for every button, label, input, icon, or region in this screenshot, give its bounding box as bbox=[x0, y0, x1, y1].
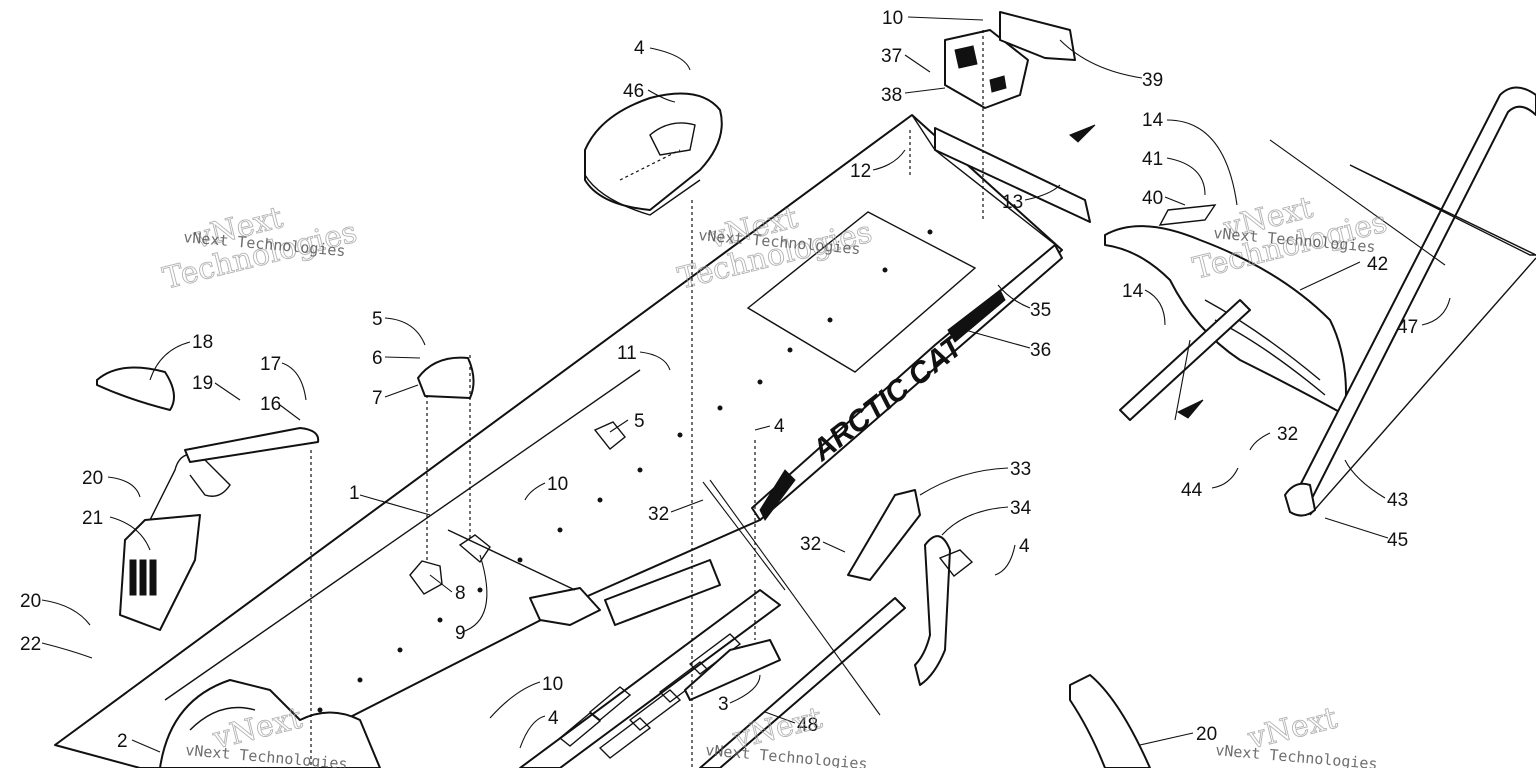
tunnel-assembly: ARCTIC CAT bbox=[54, 114, 1063, 768]
rear-support-bracket bbox=[934, 127, 1091, 223]
callout-18: 18 bbox=[192, 332, 213, 353]
callout-5: 5 bbox=[372, 309, 383, 330]
callout-17: 17 bbox=[260, 354, 281, 375]
callout-6: 6 bbox=[372, 348, 383, 369]
callout-14: 14 bbox=[1122, 281, 1144, 302]
callout-9: 9 bbox=[455, 623, 466, 644]
callout-20: 20 bbox=[1196, 724, 1217, 745]
direction-arrows bbox=[1069, 124, 1204, 419]
callout-32: 32 bbox=[800, 534, 821, 555]
callout-7: 7 bbox=[372, 388, 383, 409]
callout-47: 47 bbox=[1397, 317, 1418, 338]
callout-13: 13 bbox=[1002, 192, 1023, 213]
callout-16: 16 bbox=[260, 394, 281, 415]
callout-14: 14 bbox=[1142, 110, 1164, 131]
centre-brackets bbox=[417, 356, 951, 686]
callout-46: 46 bbox=[623, 81, 644, 102]
callout-33: 33 bbox=[1010, 459, 1031, 480]
callout-22: 22 bbox=[20, 634, 41, 655]
left-bracket-group bbox=[96, 366, 320, 631]
front-frame bbox=[159, 679, 381, 768]
callout-10: 10 bbox=[542, 674, 563, 695]
callout-38: 38 bbox=[881, 85, 902, 106]
callout-40: 40 bbox=[1142, 188, 1163, 209]
callout-10: 10 bbox=[882, 8, 903, 29]
running-board bbox=[519, 559, 906, 768]
fastener-guide-lines bbox=[310, 30, 1446, 768]
seat-pad bbox=[584, 92, 723, 216]
callout-39: 39 bbox=[1142, 70, 1163, 91]
callout-3: 3 bbox=[718, 694, 729, 715]
callout-2: 2 bbox=[117, 731, 128, 752]
callout-35: 35 bbox=[1030, 300, 1051, 321]
callout-12: 12 bbox=[850, 161, 871, 182]
callout-19: 19 bbox=[192, 373, 213, 394]
tunnel-hardware bbox=[409, 421, 974, 626]
leader-lines bbox=[41, 16, 1451, 753]
callout-1: 1 bbox=[349, 483, 360, 504]
callout-32: 32 bbox=[648, 504, 669, 525]
callout-4: 4 bbox=[548, 708, 559, 729]
callout-8: 8 bbox=[455, 583, 466, 604]
callout-36: 36 bbox=[1030, 340, 1051, 361]
callout-43: 43 bbox=[1387, 490, 1408, 511]
rear-lower-bracket bbox=[1069, 674, 1151, 768]
watermark-small: vNext Technologies bbox=[705, 741, 869, 768]
callout-10: 10 bbox=[547, 474, 568, 495]
callout-4: 4 bbox=[634, 38, 645, 59]
callout-44: 44 bbox=[1181, 480, 1203, 501]
callout-labels: 10 39 37 38 4 46 12 13 14 41 40 42 14 47… bbox=[20, 8, 1418, 752]
callout-4: 4 bbox=[774, 416, 785, 437]
callout-37: 37 bbox=[881, 46, 902, 67]
rear-bracket bbox=[944, 11, 1076, 109]
callout-34: 34 bbox=[1010, 498, 1032, 519]
rear-bumper bbox=[1284, 86, 1536, 517]
callout-5: 5 bbox=[634, 411, 645, 432]
callout-21: 21 bbox=[82, 508, 103, 529]
callout-32: 32 bbox=[1277, 424, 1298, 445]
callout-20: 20 bbox=[82, 468, 103, 489]
callout-20: 20 bbox=[20, 591, 41, 612]
callout-48: 48 bbox=[797, 715, 818, 736]
callout-11: 11 bbox=[617, 343, 637, 364]
callout-42: 42 bbox=[1367, 254, 1388, 275]
callout-45: 45 bbox=[1387, 530, 1408, 551]
callout-41: 41 bbox=[1142, 149, 1163, 170]
callout-4: 4 bbox=[1019, 536, 1030, 557]
